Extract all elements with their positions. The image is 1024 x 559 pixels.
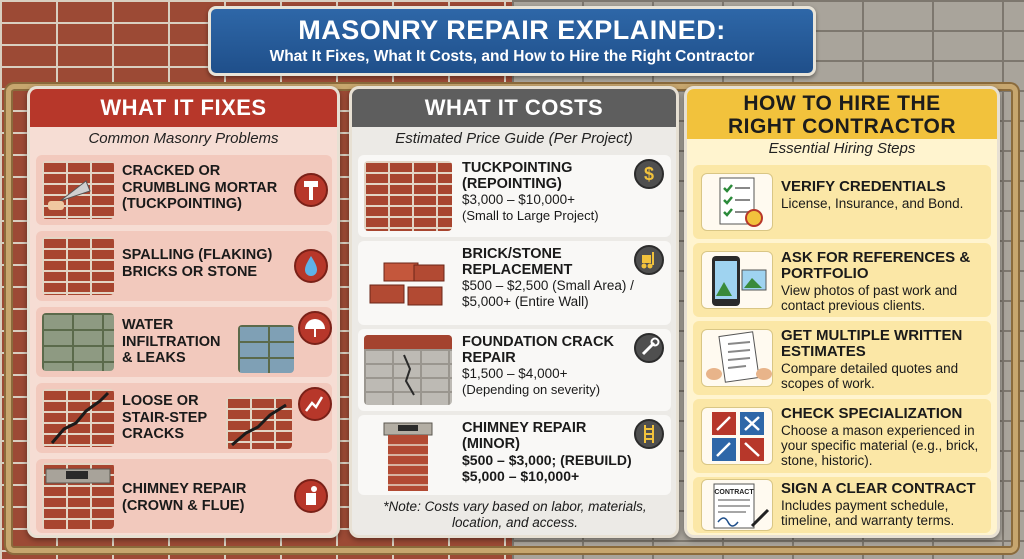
tools-grid-icon — [701, 407, 773, 465]
checklist-icon — [701, 173, 773, 231]
panel-how-to-hire: HOW TO HIRE THE RIGHT CONTRACTOR Essenti… — [684, 86, 1000, 538]
hire-step-desc: License, Insurance, and Bond. — [781, 196, 964, 211]
hire-step-desc: Compare detailed quotes and scopes of wo… — [781, 361, 959, 391]
cost-item: FOUNDATION CRACK REPAIR $1,500 – $4,000+… — [358, 329, 671, 411]
panel-subheading: Common Masonry Problems — [88, 130, 279, 147]
panel-heading: WHAT IT COSTS — [352, 89, 676, 127]
tuckpointing-thumbnail — [364, 161, 452, 231]
hammer-icon — [294, 173, 328, 207]
cost-item: BRICK/STONE REPLACEMENT $500 – $2,500 (S… — [358, 241, 671, 325]
hire-step-content: CHECK SPECIALIZATION Choose a mason expe… — [781, 405, 987, 469]
cost-title: TUCKPOINTING (REPOINTING) — [462, 160, 573, 192]
fix-label: CRACKED OR CRUMBLING MORTAR (TUCKPOINTIN… — [122, 163, 278, 212]
hire-step-title: GET MULTIPLE WRITTEN ESTIMATES — [781, 327, 963, 360]
cost-title: FOUNDATION CRACK REPAIR — [462, 334, 614, 366]
contract-icon: CONTRACT — [701, 479, 773, 531]
chimney-rebuild-thumbnail — [364, 419, 452, 491]
fix-item: CHIMNEY REPAIR (CROWN & FLUE) — [36, 459, 332, 533]
forklift-icon — [634, 245, 664, 275]
page-subtitle: What It Fixes, What It Costs, and How to… — [269, 48, 755, 65]
hire-step: ASK FOR REFERENCES & PORTFOLIO View phot… — [693, 243, 991, 317]
fix-item: CRACKED OR CRUMBLING MORTAR (TUCKPOINTIN… — [36, 155, 332, 225]
cost-note: (Small to Large Project) — [462, 208, 599, 223]
foundation-crack-thumbnail — [364, 335, 452, 405]
fix-label: WATER INFILTRATION & LEAKS — [122, 317, 221, 366]
trowel-icon — [48, 180, 91, 210]
panel-what-it-costs: WHAT IT COSTS Estimated Price Guide (Per… — [349, 86, 679, 538]
stair-crack-thumbnail — [42, 389, 114, 447]
dollar-icon: $ — [634, 159, 664, 189]
cost-footnote: *Note: Costs vary based on labor, materi… — [383, 499, 647, 530]
panel-what-it-fixes: WHAT IT FIXES Common Masonry Problems CR… — [27, 86, 340, 538]
hire-step-content: VERIFY CREDENTIALS License, Insurance, a… — [781, 178, 987, 212]
water-infiltration-thumbnail — [42, 313, 114, 371]
panel-heading: HOW TO HIRE THE RIGHT CONTRACTOR — [687, 89, 997, 139]
brick-stack-thumbnail — [364, 247, 452, 319]
panel-heading-line2: RIGHT CONTRACTOR — [727, 115, 957, 138]
fix-item: SPALLING (FLAKING) BRICKS OR STONE — [36, 231, 332, 301]
fix-label: CHIMNEY REPAIR (CROWN & FLUE) — [122, 481, 247, 514]
cost-title: CHIMNEY REPAIR (MINOR) — [462, 420, 587, 452]
cost-range: $3,000 – $10,000+ — [462, 192, 575, 207]
hire-step-title: CHECK SPECIALIZATION — [781, 405, 963, 422]
cost-item-content: CHIMNEY REPAIR (MINOR) $500 – $3,000; (R… — [462, 420, 632, 484]
cost-range: $500 – $2,500 (Small Area) / $5,000+ (En… — [462, 278, 634, 309]
title-banner: MASONRY REPAIR EXPLAINED: What It Fixes,… — [208, 6, 816, 76]
hire-step-content: SIGN A CLEAR CONTRACT Includes payment s… — [781, 480, 987, 529]
contract-word: CONTRACT — [714, 489, 754, 496]
panel-heading: WHAT IT FIXES — [30, 89, 337, 127]
umbrella-icon — [298, 311, 332, 345]
fix-label: LOOSE OR STAIR-STEP CRACKS — [122, 393, 207, 442]
hire-step-desc: Choose a mason experienced in your speci… — [781, 423, 979, 468]
fix-label: SPALLING (FLAKING) BRICKS OR STONE — [122, 247, 273, 280]
chimney-thumbnail — [42, 463, 114, 529]
panel-subheading: Estimated Price Guide (Per Project) — [395, 130, 633, 147]
cost-item: CHIMNEY REPAIR (MINOR) $500 – $3,000; (R… — [358, 415, 671, 495]
cost-item-content: FOUNDATION CRACK REPAIR $1,500 – $4,000+… — [462, 334, 632, 397]
hire-step: CONTRACT SIGN A CLEAR CONTRACT Includes … — [693, 477, 991, 533]
hire-step-content: GET MULTIPLE WRITTEN ESTIMATES Compare d… — [781, 327, 987, 392]
hire-step: VERIFY CREDENTIALS License, Insurance, a… — [693, 165, 991, 239]
hire-step-desc: Includes payment schedule, timeline, and… — [781, 498, 955, 528]
hire-step: GET MULTIPLE WRITTEN ESTIMATES Compare d… — [693, 321, 991, 395]
leak-puddle-thumbnail — [238, 325, 294, 373]
document-icon — [701, 329, 773, 387]
fix-item: WATER INFILTRATION & LEAKS — [36, 307, 332, 377]
ladder-icon — [634, 419, 664, 449]
cost-item: TUCKPOINTING (REPOINTING) $3,000 – $10,0… — [358, 155, 671, 237]
hire-step-title: SIGN A CLEAR CONTRACT — [781, 480, 976, 497]
mortar-trowel-thumbnail — [42, 161, 114, 219]
hire-step-title: ASK FOR REFERENCES & PORTFOLIO — [781, 249, 971, 282]
cost-title: BRICK/STONE REPLACEMENT — [462, 246, 573, 278]
svg-text:$: $ — [644, 164, 654, 184]
hire-step: CHECK SPECIALIZATION Choose a mason expe… — [693, 399, 991, 473]
cost-item-content: BRICK/STONE REPLACEMENT $500 – $2,500 (S… — [462, 246, 634, 310]
page-title: MASONRY REPAIR EXPLAINED: — [298, 15, 726, 45]
hire-step-content: ASK FOR REFERENCES & PORTFOLIO View phot… — [781, 249, 987, 314]
wrench-icon — [634, 333, 664, 363]
panel-heading-line1: HOW TO HIRE THE — [743, 92, 941, 115]
cost-range: $1,500 – $4,000+ — [462, 366, 568, 381]
chimney-icon — [294, 479, 328, 513]
phone-gallery-icon — [701, 251, 773, 309]
hire-step-desc: View photos of past work and contact pre… — [781, 283, 958, 313]
fix-item: LOOSE OR STAIR-STEP CRACKS — [36, 383, 332, 453]
cost-item-content: TUCKPOINTING (REPOINTING) $3,000 – $10,0… — [462, 160, 632, 223]
spalling-brick-thumbnail — [42, 237, 114, 295]
hire-step-title: VERIFY CREDENTIALS — [781, 178, 946, 195]
water-drop-icon — [294, 249, 328, 283]
panel-subheading: Essential Hiring Steps — [768, 140, 916, 157]
cost-note: (Depending on severity) — [462, 382, 601, 397]
loose-brick-thumbnail — [226, 397, 292, 449]
cost-range: $500 – $3,000; (REBUILD) $5,000 – $10,00… — [462, 452, 632, 484]
crack-icon — [298, 387, 332, 421]
